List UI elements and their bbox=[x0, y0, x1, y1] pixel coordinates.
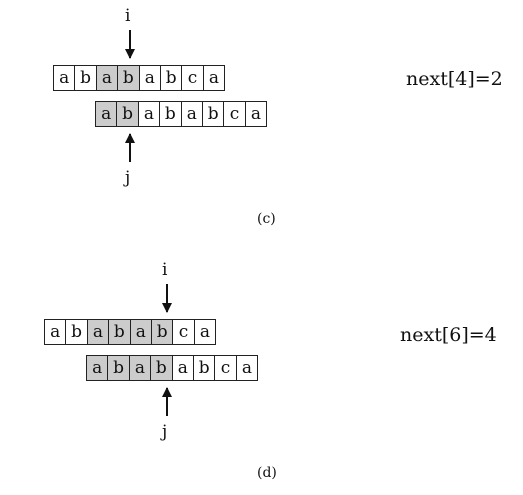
matched-char-cell: a bbox=[95, 101, 118, 127]
matched-char-cell: b bbox=[117, 65, 140, 91]
char-cell: a bbox=[171, 355, 194, 381]
matched-char-cell: a bbox=[86, 319, 110, 345]
char-cell: c bbox=[214, 355, 237, 381]
char-cell: b bbox=[159, 65, 183, 91]
char-cell: a bbox=[137, 101, 161, 127]
char-cell: c bbox=[223, 101, 246, 127]
char-cell: b bbox=[74, 65, 97, 91]
char-cell: a bbox=[193, 319, 217, 345]
char-cell: a bbox=[138, 65, 161, 91]
pointer-i-label: i bbox=[125, 6, 131, 26]
pointer-j-label: j bbox=[125, 168, 131, 188]
matched-char-cell: b bbox=[116, 101, 139, 127]
char-cell: c bbox=[181, 65, 204, 91]
char-cell: a bbox=[180, 101, 203, 127]
subfigure-caption: (d) bbox=[257, 465, 277, 481]
char-cell: b bbox=[159, 101, 182, 127]
char-cell: a bbox=[244, 101, 268, 127]
matched-char-cell: b bbox=[108, 319, 131, 345]
matched-char-cell: a bbox=[95, 65, 119, 91]
pointer-j-arrow bbox=[162, 387, 172, 416]
matched-char-cell: b bbox=[150, 355, 173, 381]
char-cell: b bbox=[192, 355, 216, 381]
matched-char-cell: a bbox=[86, 355, 109, 381]
pointer-j-arrow bbox=[125, 133, 135, 162]
char-cell: a bbox=[44, 319, 67, 345]
char-cell: b bbox=[65, 319, 88, 345]
matched-char-cell: b bbox=[150, 319, 174, 345]
char-cell: a bbox=[202, 65, 226, 91]
next-value-label: next[4]=2 bbox=[406, 68, 503, 90]
pointer-i-arrow bbox=[125, 30, 135, 59]
subfigure-caption: (c) bbox=[257, 211, 276, 227]
matched-char-cell: a bbox=[129, 319, 152, 345]
char-cell: c bbox=[172, 319, 195, 345]
char-cell: a bbox=[235, 355, 259, 381]
next-value-label: next[6]=4 bbox=[400, 324, 497, 346]
pointer-i-arrow bbox=[162, 284, 172, 313]
matched-char-cell: a bbox=[128, 355, 152, 381]
pointer-j-label: j bbox=[162, 422, 168, 442]
pointer-i-label: i bbox=[162, 260, 168, 280]
char-cell: a bbox=[53, 65, 76, 91]
char-cell: b bbox=[201, 101, 225, 127]
matched-char-cell: b bbox=[107, 355, 130, 381]
